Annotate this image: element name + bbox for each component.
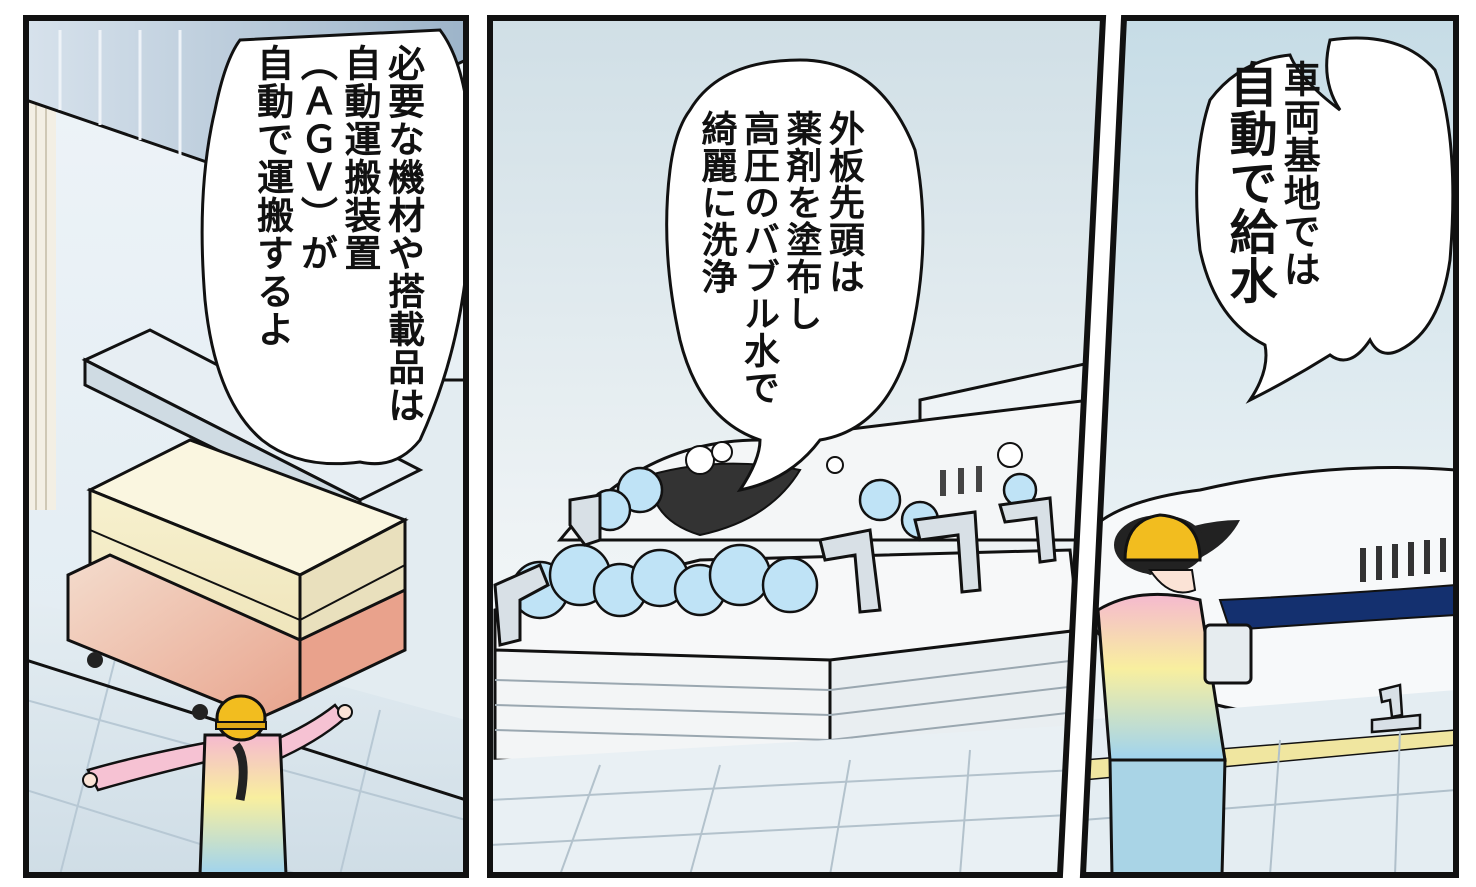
- water-nozzle: [493, 493, 1057, 647]
- panel-3: [1083, 18, 1456, 875]
- speech-line: 薬剤を塗布し: [780, 110, 822, 332]
- speech-line: 車両基地では: [1277, 60, 1321, 288]
- panel-1: [26, 18, 466, 875]
- speech-line: 高圧のバブル水で: [737, 110, 779, 406]
- worker-figure: [82, 694, 353, 875]
- speech-line: 自動で運搬するよ: [250, 44, 294, 348]
- panel-2: [490, 18, 1103, 875]
- speech-bubble-1: [200, 28, 466, 466]
- speech-line: 必要な機材や搭載品は: [381, 44, 425, 424]
- speech-text-2: 外板先頭は 薬剤を塗布し 高圧のバブル水で 綺麗に洗浄: [694, 110, 864, 430]
- speech-line: （ＡＧＶ）が: [294, 44, 338, 272]
- speech-bubble-2: [665, 58, 925, 493]
- speech-line: 外板先頭は: [822, 110, 864, 295]
- panel-borders: [23, 15, 1459, 878]
- water-nozzle: [1370, 683, 1422, 734]
- speech-text-3: 車両基地では 自動で給水: [1220, 60, 1321, 390]
- speech-line: 綺麗に洗浄: [695, 110, 737, 295]
- speech-line-emphasis: 自動で給水: [1220, 60, 1277, 305]
- tablet: [1203, 623, 1253, 685]
- speech-bubble-3: [1195, 36, 1455, 404]
- speech-line: 自動運搬装置: [337, 44, 381, 272]
- worker-figure: [1096, 513, 1253, 875]
- agv-cart: [66, 438, 409, 720]
- speech-text-1: 必要な機材や搭載品は 自動運搬装置 （ＡＧＶ）が 自動で運搬するよ: [250, 44, 425, 464]
